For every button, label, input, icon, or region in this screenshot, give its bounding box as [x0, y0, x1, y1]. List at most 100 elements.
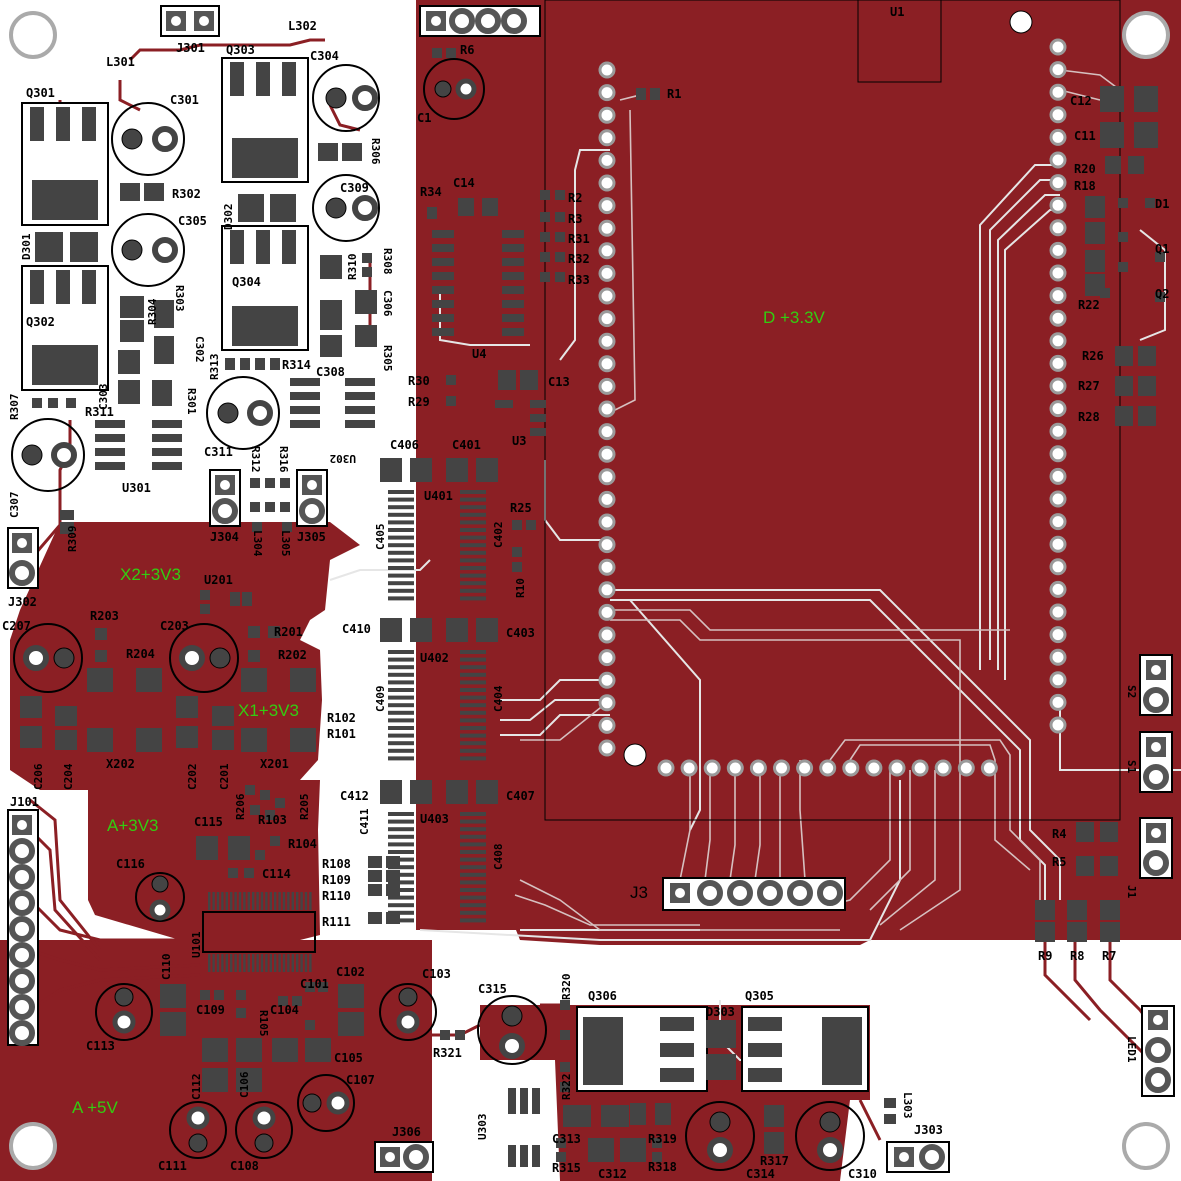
qfp-pin: [243, 954, 246, 972]
zone-label-x1: X1+3V3: [238, 701, 299, 720]
header-pin: [1049, 716, 1067, 734]
ic-pin: [388, 490, 414, 494]
label-r27: R27: [1078, 379, 1100, 393]
label-c207: C207: [2, 619, 31, 633]
qfp-pin: [247, 954, 250, 972]
label-c407: C407: [506, 789, 535, 803]
header-pin: [957, 759, 975, 777]
label-r29: R29: [408, 395, 430, 409]
label-r313: R313: [208, 354, 221, 381]
qfp-pin: [304, 954, 308, 972]
label-j305: J305: [297, 530, 326, 544]
qfp-pin: [243, 892, 246, 910]
qfp-pin: [265, 892, 268, 910]
header-pin: [1049, 151, 1067, 169]
ic-pin: [460, 842, 486, 847]
label-c302: C302: [193, 336, 206, 363]
label-r102: R102: [327, 711, 356, 725]
connector-pin: [9, 968, 35, 994]
ic-pin: [388, 718, 414, 723]
label-r310: R310: [346, 254, 359, 281]
qfp-pin: [216, 954, 220, 972]
ic-pin: [388, 703, 414, 708]
qfp-pin: [225, 954, 228, 972]
qfp-pin: [287, 954, 290, 972]
header-pin: [657, 759, 675, 777]
label-c109: C109: [196, 1003, 225, 1017]
connector-pin: [1145, 1067, 1171, 1093]
connector-pin: [212, 498, 238, 524]
qfp-pin: [291, 892, 294, 910]
connector-hole: [1153, 1015, 1163, 1025]
header-pin: [598, 151, 616, 169]
ic-pin: [388, 756, 414, 761]
label-r25: R25: [510, 501, 532, 515]
connector-hole: [17, 538, 27, 548]
label-r20: R20: [1074, 162, 1096, 176]
label-r1: R1: [667, 87, 681, 101]
ic-pin: [460, 710, 486, 715]
header-pin: [1049, 490, 1067, 508]
label-d303: D303: [706, 1005, 735, 1019]
label-c412: C412: [340, 789, 369, 803]
header-pin: [598, 287, 616, 305]
label-c313: C313: [552, 1132, 581, 1146]
label-u402: U402: [420, 651, 449, 665]
header-pin: [598, 468, 616, 486]
header-pin: [598, 377, 616, 395]
header-pin: [598, 174, 616, 192]
label-x202: X202: [106, 757, 135, 771]
label-l303: L303: [901, 1092, 914, 1119]
qfp-pin: [216, 892, 220, 910]
connector-hole: [1151, 665, 1161, 675]
label-j101: J101: [10, 795, 39, 809]
label-c410: C410: [342, 622, 371, 636]
label-c112: C112: [190, 1074, 203, 1101]
mounting-hole-tl: [9, 11, 57, 59]
ic-pin: [388, 865, 414, 870]
label-c310: C310: [848, 1167, 877, 1181]
connector-hole: [17, 820, 27, 830]
ic-pin: [460, 812, 486, 816]
header-pin: [598, 558, 616, 576]
label-r10: R10: [514, 578, 527, 598]
header-pin: [598, 423, 616, 441]
label-r309: R309: [66, 526, 79, 553]
header-pin: [1049, 332, 1067, 350]
qfp-pin: [304, 892, 308, 910]
ic-pin: [460, 910, 486, 915]
label-c402: C402: [492, 522, 505, 549]
zone-label-d33v: D +3.3V: [763, 308, 826, 327]
header-pin: [598, 400, 616, 418]
ic-pin: [460, 888, 486, 892]
qfp-pin: [300, 892, 303, 910]
qfp-pin: [296, 892, 299, 910]
header-pin: [1049, 377, 1067, 395]
label-r302: R302: [172, 187, 201, 201]
ic-pin: [388, 680, 414, 685]
header-pin: [598, 536, 616, 554]
smd-pads: [20, 48, 1165, 1167]
label-c204: C204: [62, 763, 75, 790]
ic-pin: [460, 688, 486, 692]
header-pin: [865, 759, 883, 777]
qfp-pin: [274, 892, 277, 910]
label-c12: C12: [1070, 94, 1092, 108]
header-pin: [1049, 61, 1067, 79]
connector-pin: [9, 916, 35, 942]
header-pin: [598, 445, 616, 463]
label-q302: Q302: [26, 315, 55, 329]
label-r109: R109: [322, 873, 351, 887]
label-c408: C408: [492, 844, 505, 871]
ic-pin: [388, 650, 414, 654]
label-r307: R307: [8, 394, 21, 421]
ic-pin: [460, 596, 486, 601]
ic-pin: [460, 543, 486, 548]
ic-pin: [388, 512, 414, 517]
label-u4: U4: [472, 347, 486, 361]
header-pin: [1049, 264, 1067, 282]
header-pin: [1049, 422, 1067, 440]
connector-pin: [817, 880, 843, 906]
header-pin: [598, 649, 616, 667]
header-pin: [1049, 693, 1067, 711]
